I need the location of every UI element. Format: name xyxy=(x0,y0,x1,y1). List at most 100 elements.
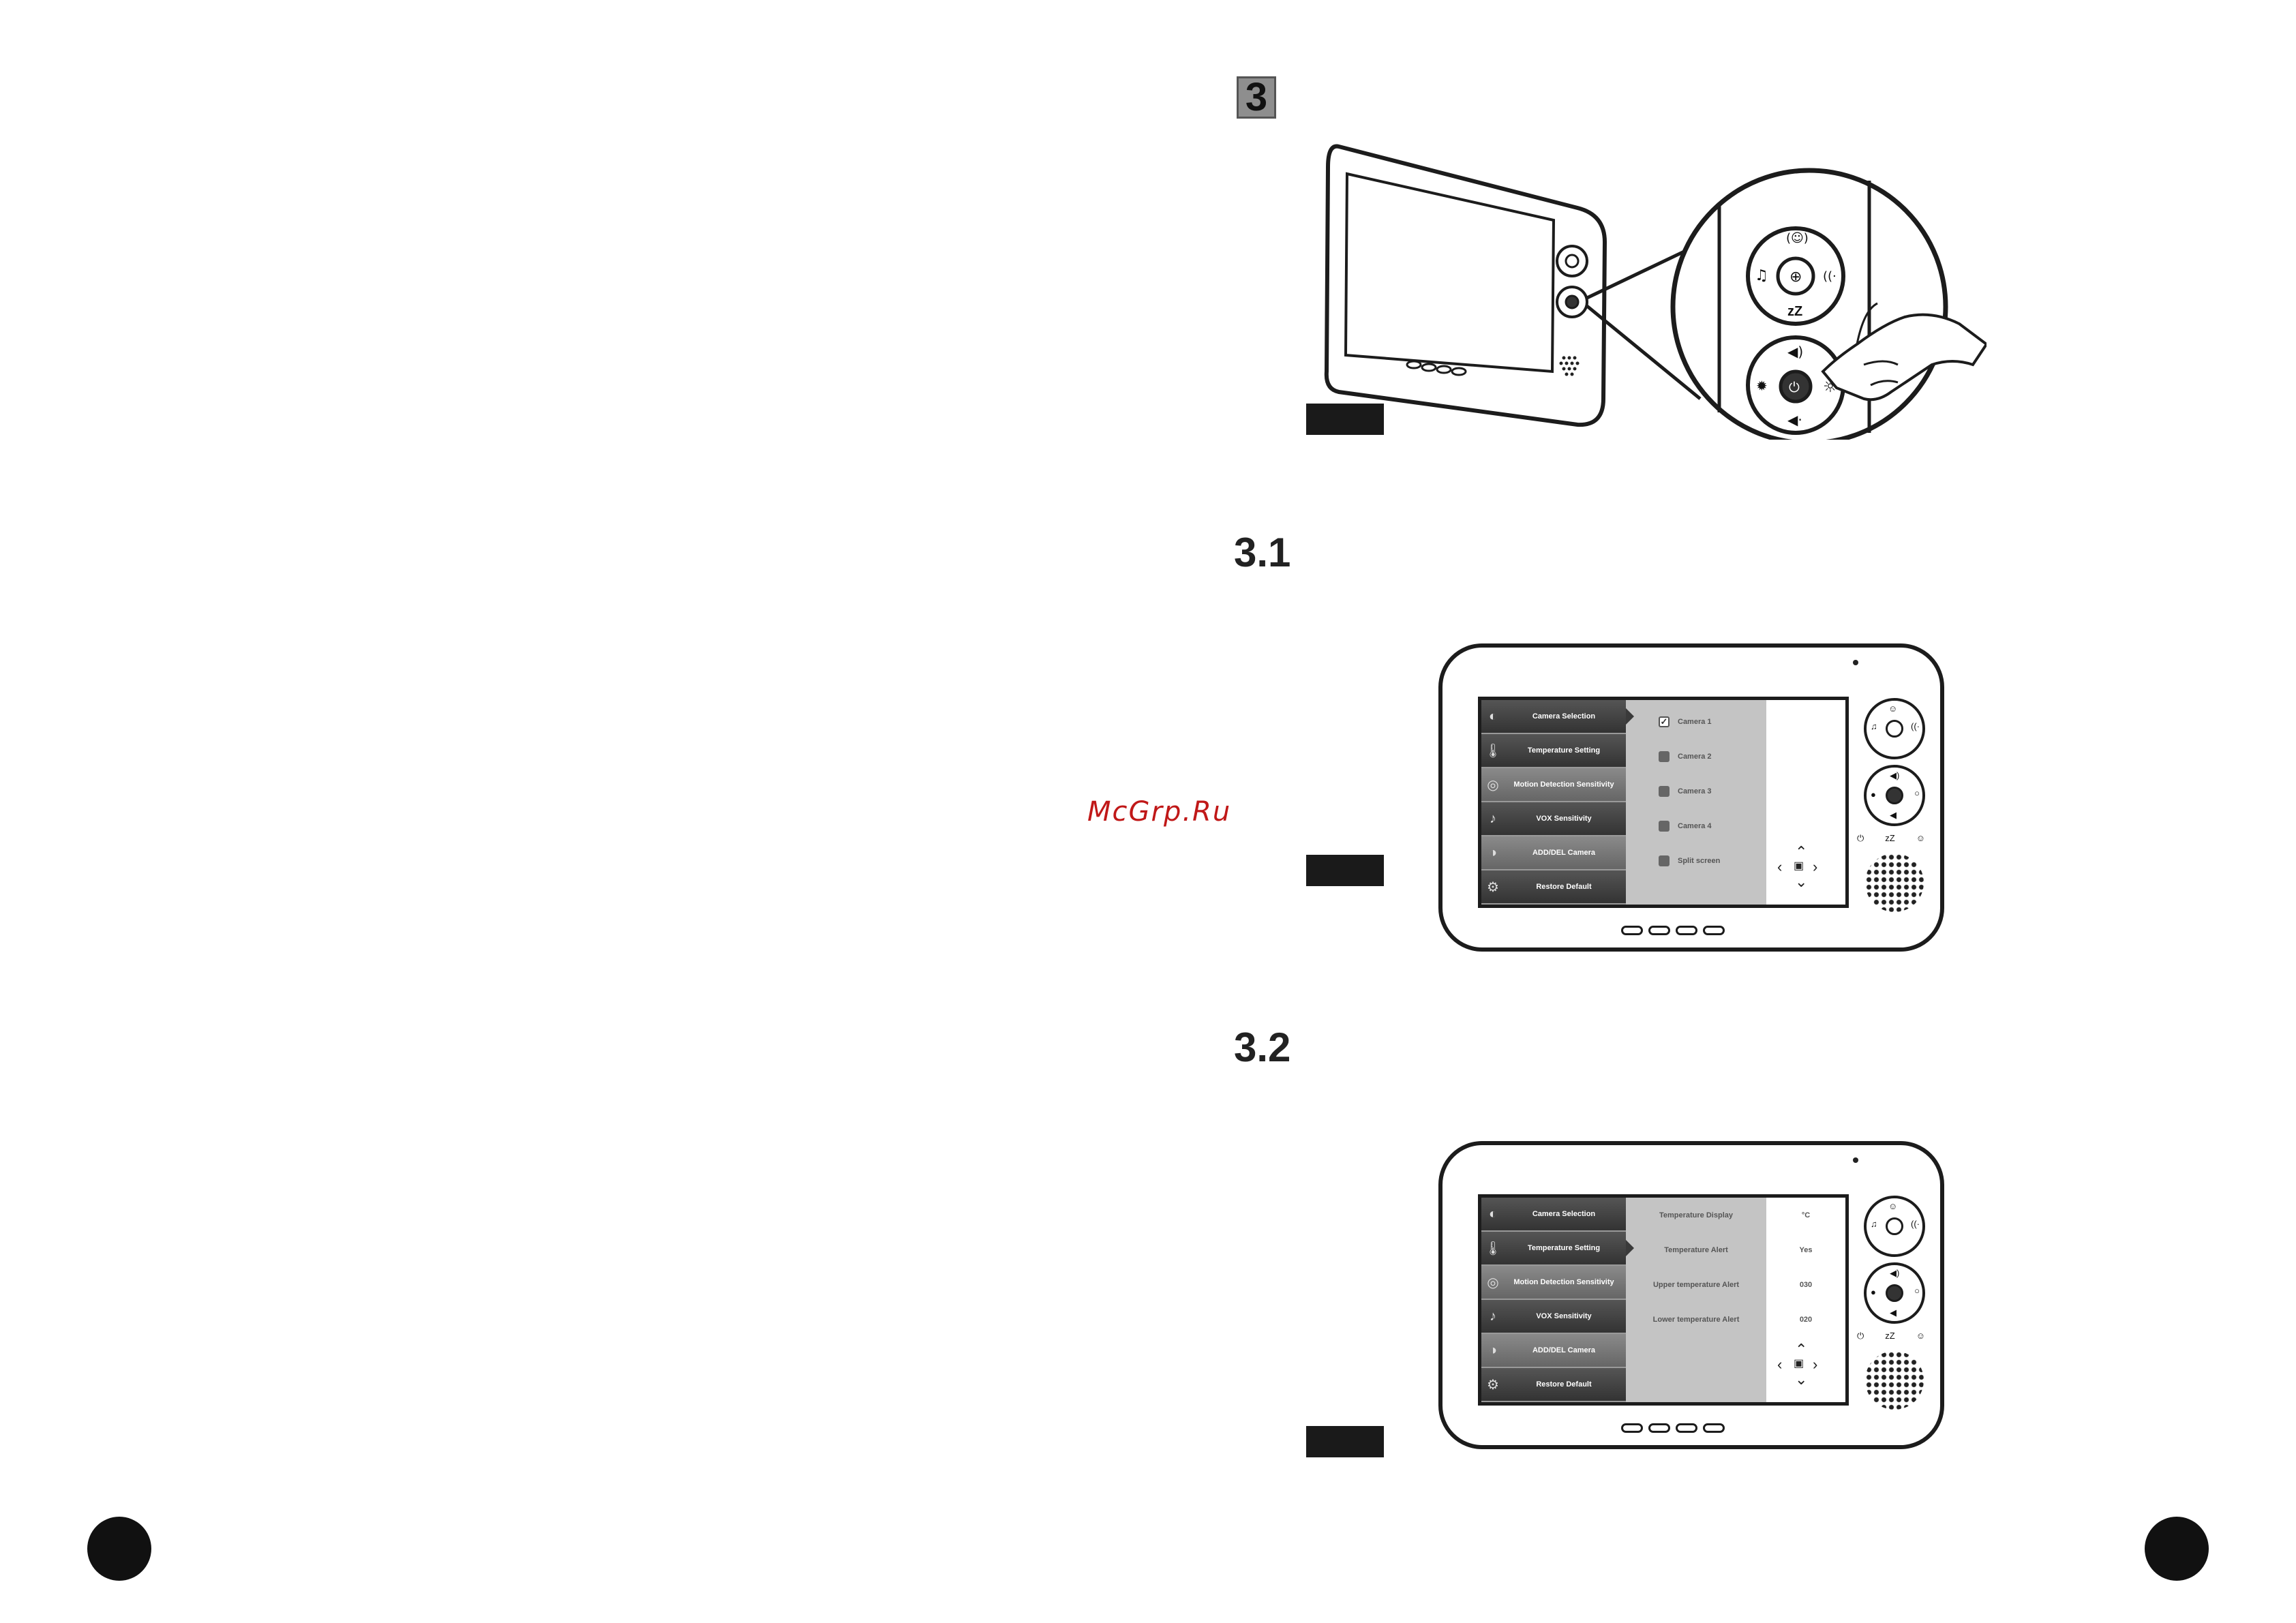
screen-camera-menu: ◐ Camera Selection 🌡 Temperature Setting… xyxy=(1478,697,1849,908)
indicator-lights xyxy=(1621,926,1725,935)
option-camera-2[interactable]: Camera 2 xyxy=(1626,739,1766,774)
checkbox-icon[interactable] xyxy=(1659,820,1670,832)
light-icon: ○ xyxy=(1914,1286,1920,1296)
menu-temperature-setting[interactable]: 🌡 Temperature Setting xyxy=(1481,1232,1634,1266)
settings-menu: ◐ Camera Selection 🌡 Temperature Setting… xyxy=(1481,700,1634,905)
motion-icon: ◎ xyxy=(1487,1275,1499,1290)
talk-icon: ((· xyxy=(1911,721,1920,731)
checkbox-checked-icon[interactable]: ✓ xyxy=(1659,716,1670,727)
chevron-up-icon: ⌃ xyxy=(1795,843,1808,860)
option-camera-1[interactable]: ✓ Camera 1 xyxy=(1626,704,1766,739)
baby-icon: ☺ xyxy=(1888,703,1898,714)
lower-control-wheel[interactable]: ● ◀) ◀ ○ xyxy=(1864,765,1925,826)
power-icon xyxy=(1886,787,1903,804)
page-corner-dot-left xyxy=(87,1517,151,1581)
volume-down-icon: ◀ xyxy=(1890,810,1897,820)
option-camera-4[interactable]: Camera 4 xyxy=(1626,808,1766,843)
menu-restore-default[interactable]: ⚙ Restore Default xyxy=(1481,870,1626,905)
upper-control-wheel[interactable]: ♫ ((· ☺ xyxy=(1864,1196,1925,1257)
zoom-label: zZ xyxy=(1787,304,1802,319)
svg-text:♫: ♫ xyxy=(1755,267,1768,284)
chevron-right-icon: › xyxy=(1813,1356,1818,1373)
monitor-power-illustration: ⊕ ♫ ((· (☺) zZ ⏻ ◀) ◀· ✹ ☼ xyxy=(1324,144,1987,440)
power-led-icon: ⏻ xyxy=(1857,833,1864,843)
chevron-down-icon: ⌄ xyxy=(1795,873,1808,890)
section-3-number: 3 xyxy=(1237,76,1276,119)
lower-control-wheel[interactable]: ● ◀) ◀ ○ xyxy=(1864,1262,1925,1324)
add-camera-icon: ◑ xyxy=(1488,1342,1498,1358)
upper-control-wheel[interactable]: ♫ ((· ☺ xyxy=(1864,698,1925,759)
menu-camera-selection[interactable]: ◐ Camera Selection xyxy=(1481,1198,1626,1232)
baby-icon: ☺ xyxy=(1888,1201,1898,1211)
svg-text:((·: ((· xyxy=(1823,269,1837,284)
value-temperature-display: °C xyxy=(1801,1211,1811,1219)
indicator-light xyxy=(1676,926,1697,935)
thermometer-icon: 🌡 xyxy=(1484,743,1502,759)
svg-text:✹: ✹ xyxy=(1756,378,1768,394)
vox-icon: ♪ xyxy=(1490,1308,1496,1324)
status-leds: ⏻ zZ ☺ xyxy=(1857,1331,1925,1341)
screen-temperature-menu: ◐ Camera Selection 🌡 Temperature Setting… xyxy=(1478,1194,1849,1406)
caption-bar-3-2 xyxy=(1306,1426,1384,1457)
setting-upper-alert[interactable]: Upper temperature Alert xyxy=(1652,1280,1740,1289)
indicator-light xyxy=(1703,926,1725,935)
menu-vox-sensitivity[interactable]: ♪ VOX Sensitivity xyxy=(1481,1300,1626,1334)
indicator-light xyxy=(1621,926,1643,935)
menu-vox-sensitivity[interactable]: ♪ VOX Sensitivity xyxy=(1481,802,1626,836)
indicator-light xyxy=(1648,1423,1670,1433)
temperature-settings-list: Temperature Display Temperature Alert Up… xyxy=(1626,1198,1766,1402)
camera-icon: ◐ xyxy=(1488,1206,1498,1222)
watermark: McGrp.Ru xyxy=(1087,796,1232,828)
svg-text:(☺): (☺) xyxy=(1786,231,1809,245)
menu-restore-default[interactable]: ⚙ Restore Default xyxy=(1481,1368,1626,1402)
volume-down-icon: ◀ xyxy=(1890,1307,1897,1318)
zoom-icon xyxy=(1886,720,1903,738)
option-camera-3[interactable]: Camera 3 xyxy=(1626,774,1766,808)
value-panel: °C Yes 030 020 ⌃ ‹ ▣ › ⌄ xyxy=(1766,1198,1845,1402)
menu-add-del-camera[interactable]: ◑ ADD/DEL Camera xyxy=(1481,1334,1626,1368)
power-icon xyxy=(1886,1284,1903,1302)
setting-lower-alert[interactable]: Lower temperature Alert xyxy=(1652,1315,1740,1324)
indicator-lights xyxy=(1621,1423,1725,1433)
volume-up-icon: ◀) xyxy=(1890,770,1900,780)
music-icon: ♫ xyxy=(1871,721,1877,731)
value-upper-alert: 030 xyxy=(1799,1280,1813,1289)
speaker-grille xyxy=(1865,1351,1924,1410)
motion-icon: ◎ xyxy=(1487,777,1499,793)
checkbox-icon[interactable] xyxy=(1659,855,1670,866)
setting-temperature-alert[interactable]: Temperature Alert xyxy=(1664,1245,1728,1254)
zoom-icon xyxy=(1886,1217,1903,1235)
option-split-screen[interactable]: Split screen xyxy=(1626,843,1766,878)
sound-led-icon: ☺ xyxy=(1916,1331,1925,1341)
sensor-dot xyxy=(1853,1157,1858,1163)
sensor-dot xyxy=(1853,660,1858,665)
power-led-icon: ⏻ xyxy=(1857,1331,1864,1341)
camera-icon: ◐ xyxy=(1488,708,1498,724)
folder-icon: ▣ xyxy=(1794,860,1804,872)
svg-text:⊕: ⊕ xyxy=(1789,269,1802,286)
menu-motion-detection[interactable]: ◎ Motion Detection Sensitivity xyxy=(1481,768,1626,802)
menu-temperature-setting[interactable]: 🌡 Temperature Setting xyxy=(1481,734,1626,768)
camera-options: ✓ Camera 1 Camera 2 Camera 3 Camera 4 Sp… xyxy=(1626,700,1766,905)
nav-pad: ⌃ ‹ ▣ › ⌄ xyxy=(1777,845,1825,892)
menu-motion-detection[interactable]: ◎ Motion Detection Sensitivity xyxy=(1481,1266,1626,1300)
value-panel: ⌃ ‹ ▣ › ⌄ xyxy=(1766,700,1845,905)
gear-icon: ⚙ xyxy=(1487,879,1499,895)
speaker-grille xyxy=(1865,853,1924,912)
checkbox-icon[interactable] xyxy=(1659,750,1670,762)
checkbox-icon[interactable] xyxy=(1659,785,1670,797)
caption-bar-3 xyxy=(1306,404,1384,435)
volume-up-icon: ◀) xyxy=(1890,1268,1900,1278)
menu-add-del-camera[interactable]: ◑ ADD/DEL Camera xyxy=(1481,836,1626,870)
talk-icon: ((· xyxy=(1911,1219,1920,1229)
sleep-led-icon: zZ xyxy=(1885,1331,1895,1341)
indicator-light xyxy=(1621,1423,1643,1433)
sleep-led-icon: zZ xyxy=(1885,833,1895,843)
value-lower-alert: 020 xyxy=(1799,1315,1813,1324)
chevron-left-icon: ‹ xyxy=(1777,1356,1783,1373)
menu-camera-selection[interactable]: ◐ Camera Selection xyxy=(1481,700,1634,734)
gear-icon: ⚙ xyxy=(1487,1377,1499,1393)
svg-text:◀·: ◀· xyxy=(1787,412,1802,428)
light-icon: ○ xyxy=(1914,788,1920,798)
setting-temperature-display[interactable]: Temperature Display xyxy=(1659,1211,1733,1219)
